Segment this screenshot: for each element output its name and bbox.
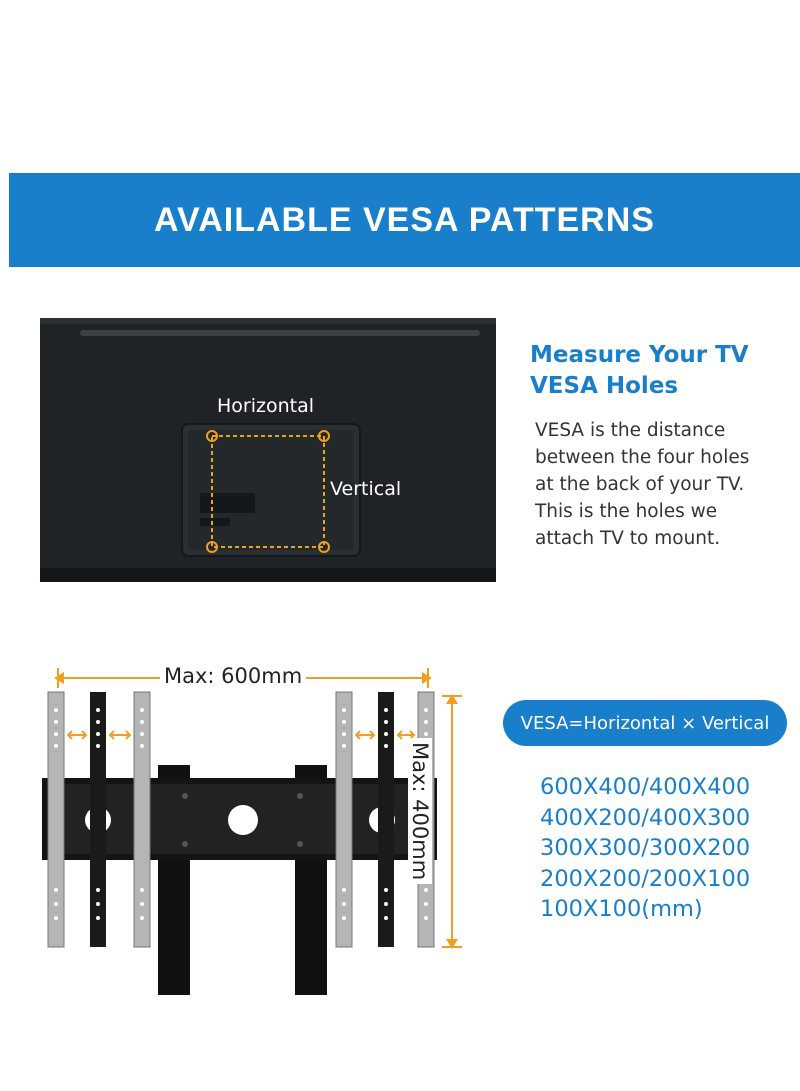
vesa-pattern-item: 100X100(mm): [540, 896, 703, 922]
vesa-formula-badge: VESA=Horizontal × Vertical: [503, 700, 787, 746]
vesa-pattern-item: 300X300/300X200: [540, 835, 751, 861]
description-line: VESA is the distance: [535, 420, 726, 441]
tv-back-illustration: [40, 318, 496, 582]
description-line: This is the holes we: [535, 501, 718, 522]
vesa-pattern-item: 400X200/400X300: [540, 804, 751, 831]
measure-title: Measure Your TV VESA Holes: [530, 340, 749, 402]
vesa-formula-text: VESA=Horizontal × Vertical: [520, 712, 770, 734]
mount-illustration: [42, 668, 462, 995]
description-line: attach TV to mount.: [535, 528, 721, 549]
description-line: between the four holes: [535, 447, 750, 468]
description-line: at the back of your TV.: [535, 474, 745, 495]
vesa-pattern-list: 600X400/400X400 400X200/400X300 300X300/…: [540, 772, 750, 925]
vesa-pattern-item: 200X200/200X100: [540, 865, 751, 892]
vertical-label: Vertical: [330, 478, 402, 500]
vesa-pattern-item: 600X400/400X400: [540, 774, 751, 800]
banner-title: AVAILABLE VESA PATTERNS: [154, 200, 655, 239]
measure-title-line: VESA Holes: [530, 373, 679, 399]
horizontal-label: Horizontal: [217, 395, 315, 417]
max-height-label: Max: 400mm: [408, 738, 432, 885]
header-banner: AVAILABLE VESA PATTERNS: [9, 173, 800, 267]
max-width-label: Max: 600mm: [160, 664, 307, 688]
vesa-description: VESA is the distance between the four ho…: [535, 417, 749, 552]
measure-title-line: Measure Your TV: [530, 342, 749, 368]
